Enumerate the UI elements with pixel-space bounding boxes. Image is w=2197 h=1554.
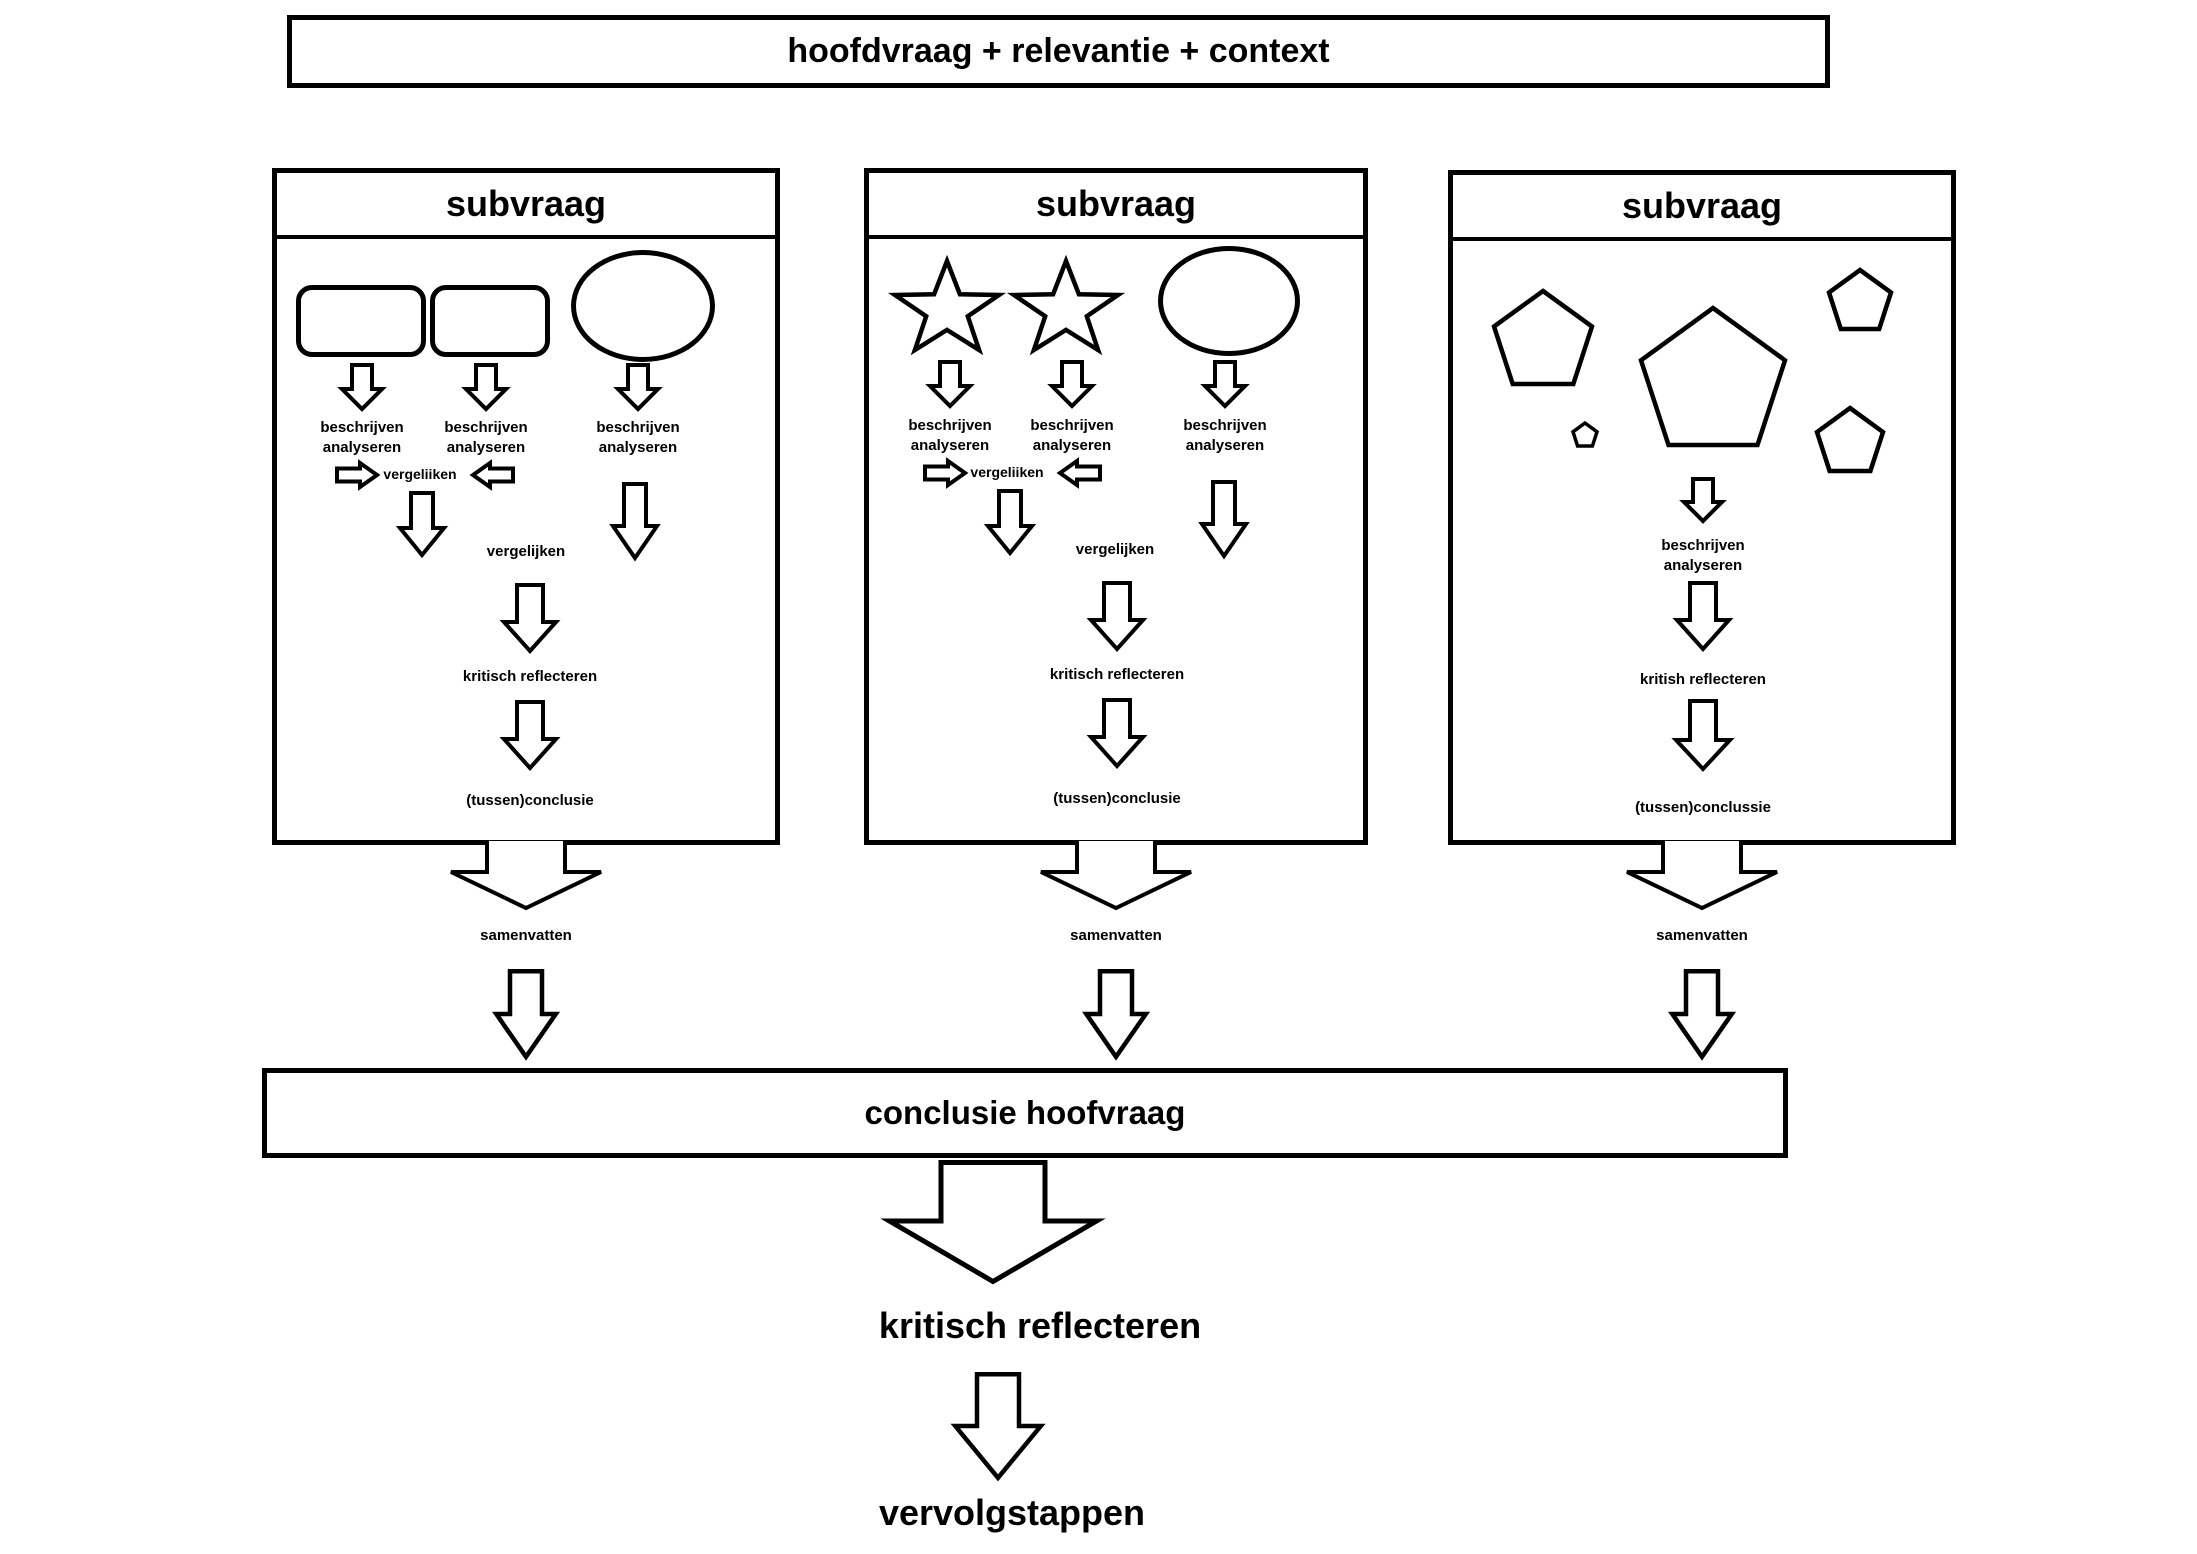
- describe-analyse-label: beschrijven analyseren: [1183, 417, 1267, 454]
- wide-down-arrow-icon: [448, 841, 604, 911]
- pentagon-shape: [1491, 288, 1595, 387]
- left-arrow-icon: [469, 459, 516, 491]
- subvraag-box-1: subvraag beschrijven analyseren beschrijve…: [272, 168, 780, 845]
- down-arrow-icon: [499, 699, 561, 771]
- summary-label: samenvatten: [480, 927, 572, 944]
- subvraag-box-3: subvraag beschrijven analyseren kritish re…: [1448, 170, 1956, 845]
- next-steps-label: vervolgstappen: [878, 1492, 1146, 1533]
- down-arrow-icon: [1047, 359, 1097, 409]
- conclusion-title: conclusie hoofvraag: [864, 1094, 1186, 1131]
- pentagon-shape: [1638, 305, 1788, 448]
- describe-analyse-label: beschrijven analyseren: [908, 417, 992, 454]
- down-arrow-icon: [492, 968, 561, 1061]
- pentagon-shape: [1570, 420, 1600, 449]
- subvraag-header: subvraag: [869, 173, 1363, 239]
- right-arrow-icon: [334, 459, 381, 491]
- down-arrow-icon: [461, 362, 511, 412]
- down-arrow-icon: [950, 1371, 1046, 1482]
- subvraag-header: subvraag: [1453, 175, 1951, 241]
- down-arrow-icon: [337, 362, 387, 412]
- subvraag-box-2: subvraag beschrijven analyseren beschrijve…: [864, 168, 1368, 845]
- rounded-rectangle-shape: [296, 285, 426, 357]
- right-arrow-icon: [922, 457, 969, 489]
- compare-label: vergelijken: [486, 543, 566, 560]
- down-arrow-icon: [395, 490, 449, 559]
- ellipse-shape: [1158, 246, 1300, 356]
- subvraag-title: subvraag: [1035, 183, 1197, 224]
- reflect-label: kritisch reflecteren: [1049, 666, 1185, 683]
- pentagon-shape: [1814, 405, 1886, 474]
- down-arrow-icon: [609, 481, 661, 562]
- describe-analyse-label: beschrijven analyseren: [596, 419, 680, 456]
- describe-analyse-label: beschrijven analyseren: [444, 419, 528, 456]
- pentagon-shape: [1826, 267, 1894, 332]
- down-arrow-icon: [1671, 698, 1735, 772]
- down-arrow-icon: [1082, 968, 1151, 1061]
- intermediate-conclusion-label: (tussen)conclusie: [1053, 790, 1181, 807]
- describe-analyse-label: beschrijven analyseren: [1030, 417, 1114, 454]
- describe-analyse-label: beschrijven analyseren: [320, 419, 404, 456]
- down-arrow-icon: [1200, 359, 1250, 409]
- down-arrow-icon: [613, 362, 663, 412]
- down-arrow-icon: [925, 359, 975, 409]
- reflect-label: kritish reflecteren: [1640, 671, 1766, 688]
- conclusion-box: conclusie hoofvraag: [262, 1068, 1788, 1158]
- star-shape: [1006, 254, 1126, 356]
- subvraag-title: subvraag: [1621, 185, 1783, 226]
- down-arrow-icon: [1198, 479, 1250, 560]
- down-arrow-icon: [1086, 697, 1148, 769]
- down-arrow-icon: [499, 582, 561, 654]
- intermediate-conclusion-label: (tussen)conclusie: [466, 792, 594, 809]
- compare-row-label: vergeliiken: [970, 464, 1044, 480]
- big-down-arrow-icon: [880, 1159, 1106, 1285]
- down-arrow-icon: [1086, 580, 1148, 652]
- down-arrow-icon: [1679, 476, 1727, 524]
- wide-down-arrow-icon: [1038, 841, 1194, 911]
- wide-down-arrow-icon: [1624, 841, 1780, 911]
- reflect-label: kritisch reflecteren: [462, 668, 598, 685]
- final-reflect-label: kritisch reflecteren: [878, 1305, 1202, 1346]
- down-arrow-icon: [1672, 580, 1734, 652]
- subvraag-title: subvraag: [445, 183, 607, 224]
- down-arrow-icon: [1668, 968, 1737, 1061]
- intermediate-conclusion-label: (tussen)conclussie: [1635, 799, 1771, 816]
- star-shape: [887, 254, 1007, 356]
- subvraag-header: subvraag: [277, 173, 775, 239]
- compare-label: vergelijken: [1075, 541, 1155, 558]
- rounded-rectangle-shape: [430, 285, 550, 357]
- main-question-title: hoofdvraag + relevantie + context: [787, 32, 1330, 70]
- down-arrow-icon: [983, 488, 1037, 557]
- ellipse-shape: [571, 250, 715, 362]
- main-question-box: hoofdvraag + relevantie + context: [287, 15, 1830, 88]
- describe-analyse-label: beschrijven analyseren: [1661, 537, 1745, 574]
- left-arrow-icon: [1056, 457, 1103, 489]
- compare-row-label: vergeliiken: [383, 466, 457, 482]
- summary-label: samenvatten: [1656, 927, 1748, 944]
- summary-label: samenvatten: [1070, 927, 1162, 944]
